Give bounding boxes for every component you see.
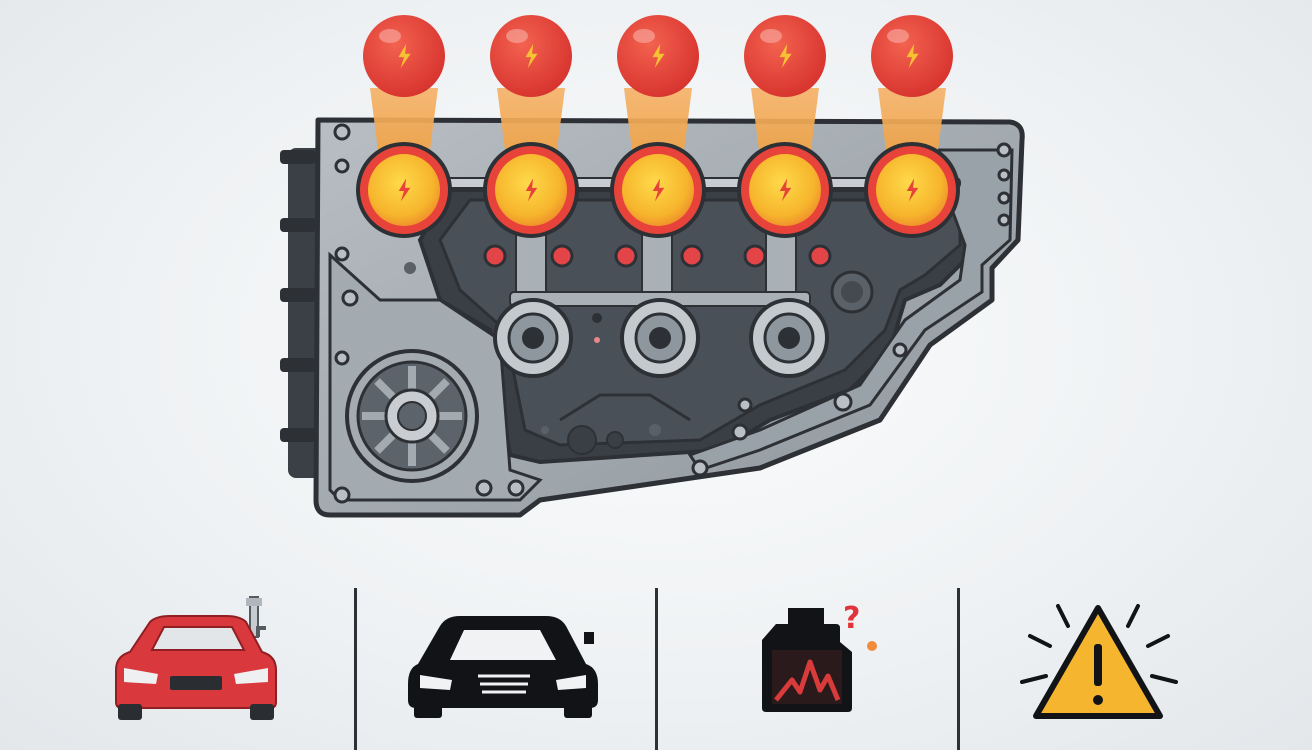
spark-beam — [497, 88, 565, 150]
engine-bolts — [333, 123, 1012, 504]
injector-holes — [483, 244, 832, 268]
lightning-bolt-icon — [906, 178, 919, 202]
lightning-bolt-icon — [779, 43, 792, 69]
red-car-with-exhaust-icon — [115, 596, 277, 720]
lightning-bolt-icon — [398, 178, 411, 202]
cylinder-3 — [749, 298, 829, 378]
spark-beam — [878, 88, 946, 150]
spark-plug-3 — [610, 15, 706, 238]
warning-triangle-icon — [1020, 604, 1178, 719]
lightning-bolt-icon — [906, 43, 919, 69]
engine-small-details — [404, 262, 691, 455]
spark-beam — [370, 88, 438, 150]
spark-plugs — [356, 15, 960, 238]
engine-cylinders — [493, 298, 829, 378]
lightning-bolt-icon — [779, 178, 792, 202]
lightning-bolt-icon — [525, 178, 538, 202]
spark-plug-2 — [483, 15, 579, 238]
icon-divider-2 — [655, 588, 658, 750]
lightning-bolt-icon — [398, 43, 411, 69]
spark-beam — [751, 88, 819, 150]
icon-divider-1 — [354, 588, 357, 750]
black-car-front-icon — [408, 616, 598, 718]
icon-divider-3 — [957, 588, 960, 750]
spark-beam — [624, 88, 692, 150]
lightning-bolt-icon — [652, 178, 665, 202]
lightning-bolt-icon — [525, 43, 538, 69]
flywheel — [345, 349, 479, 483]
lightning-bolt-icon — [652, 43, 665, 69]
svg-text:?: ? — [843, 601, 860, 636]
cylinder-2 — [620, 298, 700, 378]
engine-sensor — [830, 270, 874, 314]
cylinder-1 — [493, 298, 573, 378]
fuel-can-question-icon: ? — [762, 601, 877, 712]
spark-plug-5 — [864, 15, 960, 238]
spark-plug-4 — [737, 15, 833, 238]
spark-plug-1 — [356, 15, 452, 238]
